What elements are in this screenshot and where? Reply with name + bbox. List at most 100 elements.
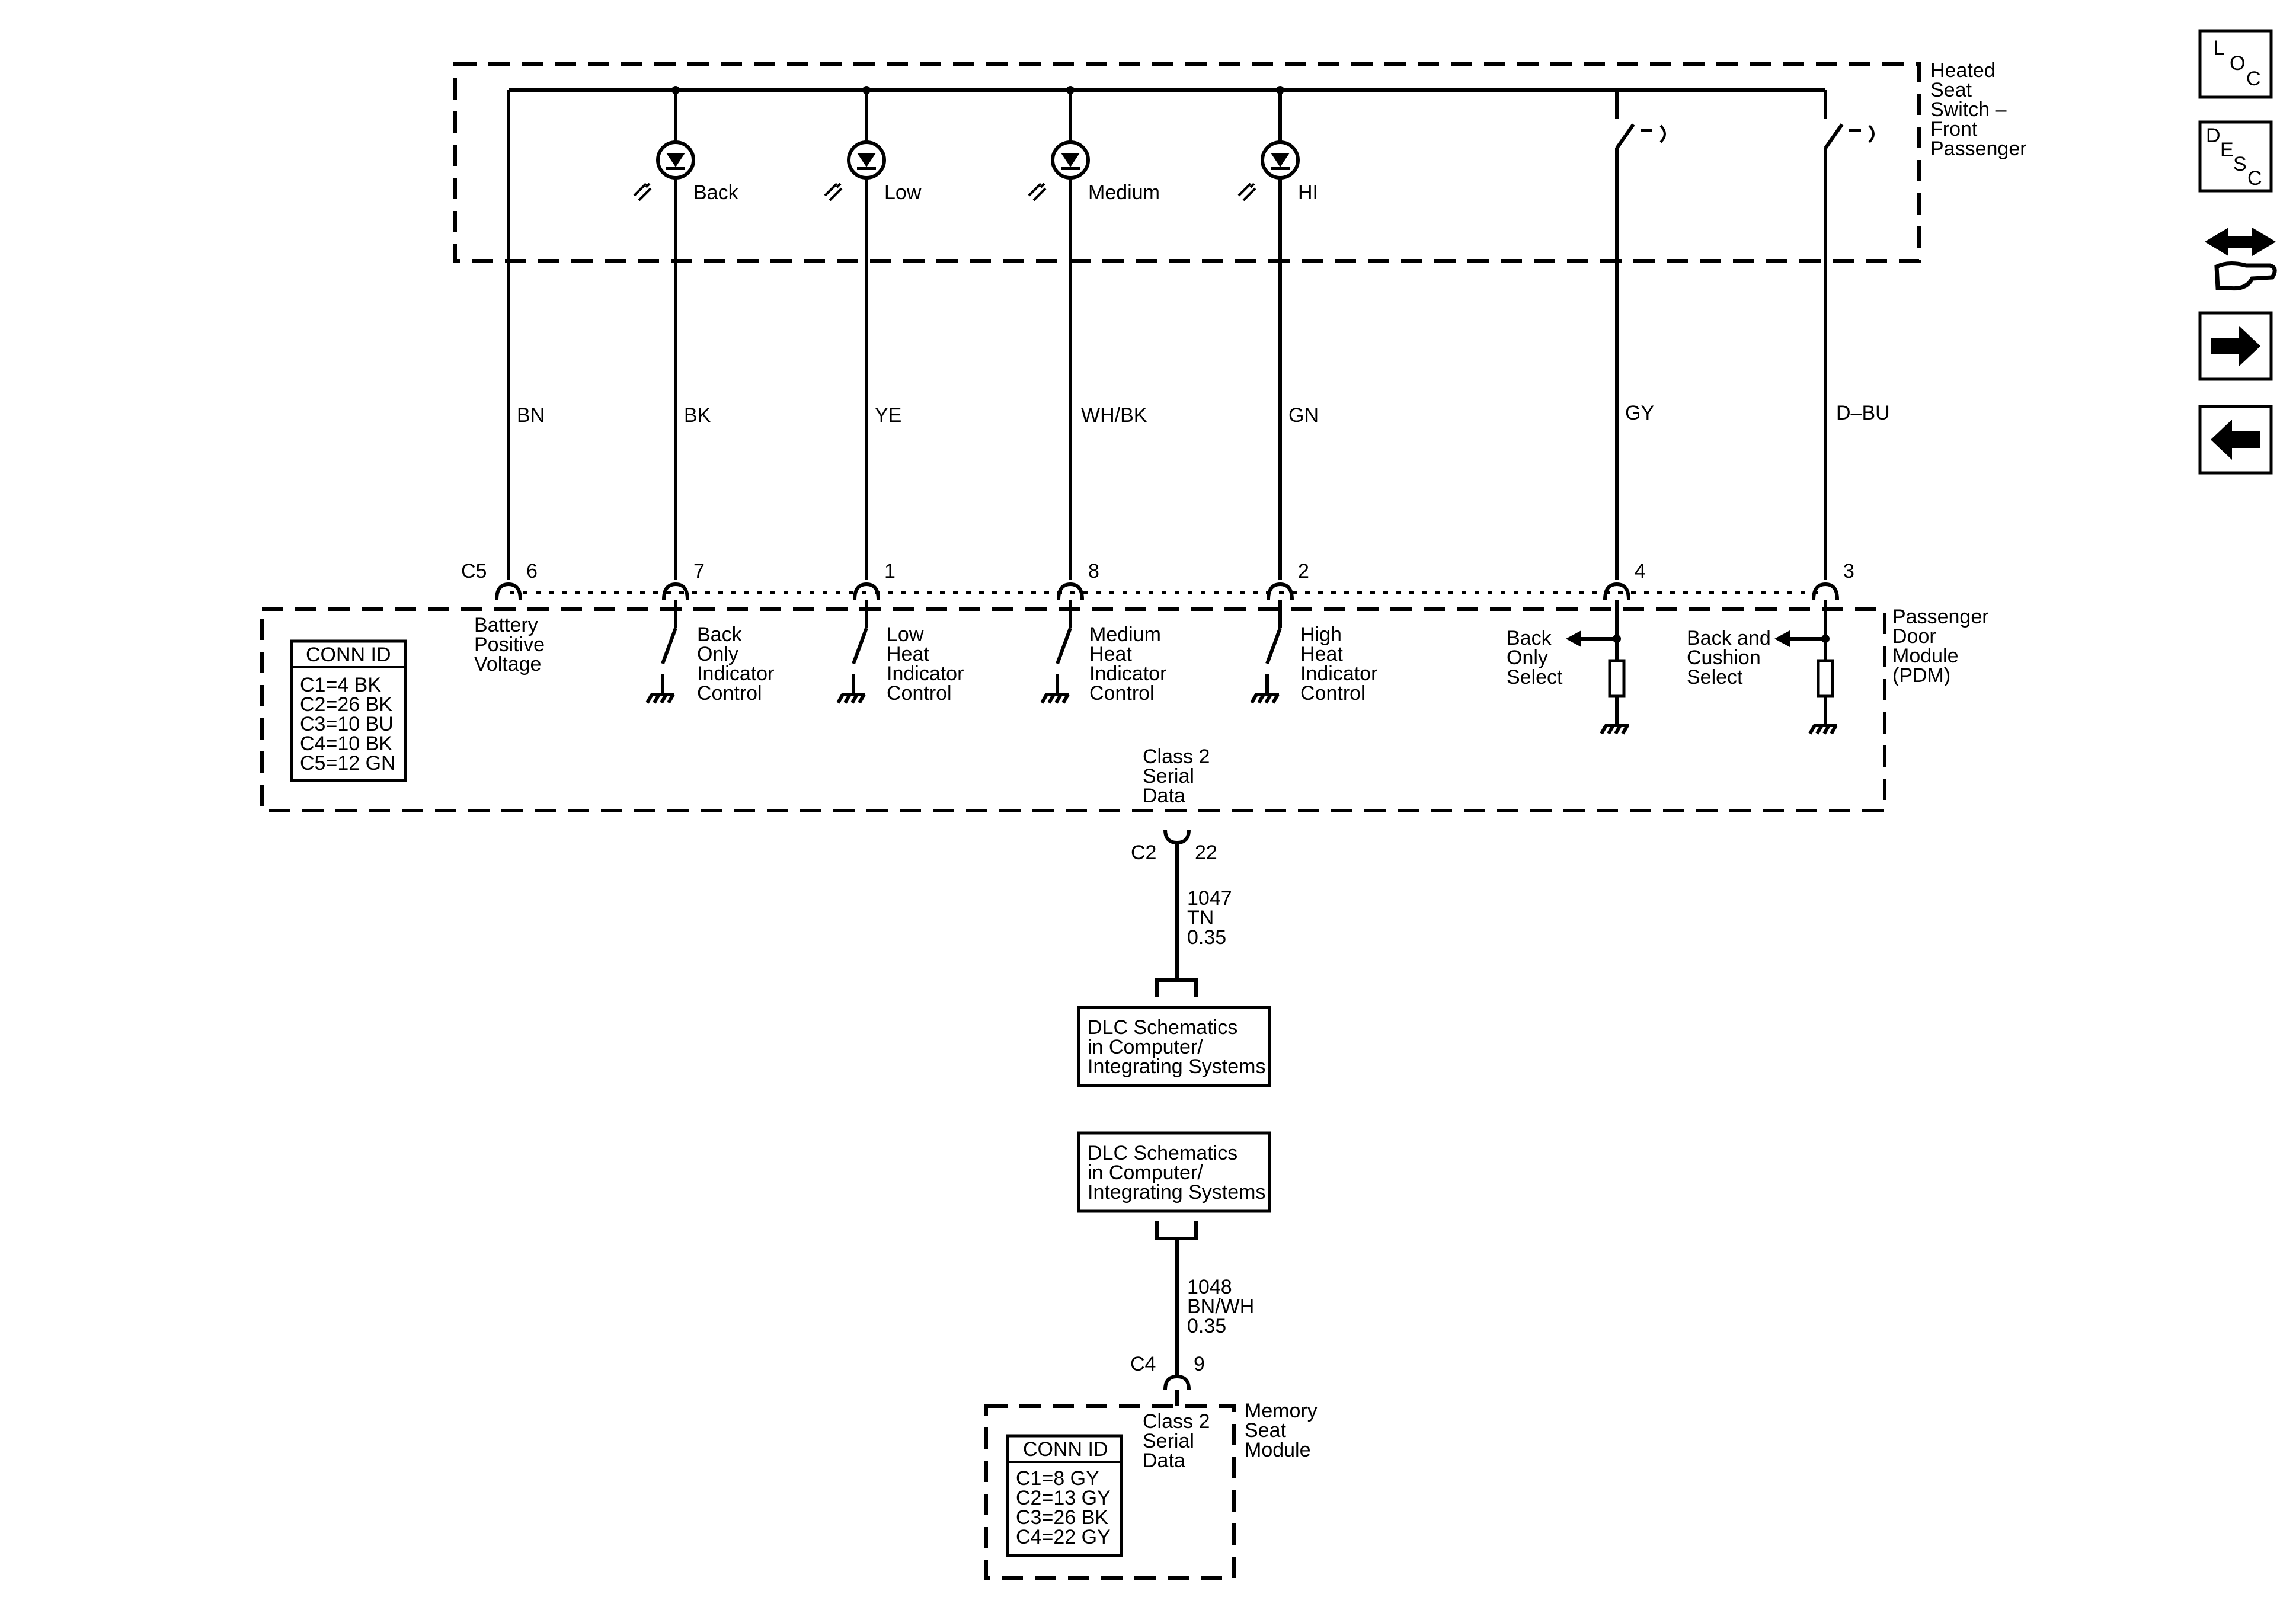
pin-number-label: 8 [1088,560,1099,582]
indicator-label: HI [1298,181,1318,204]
ground-icon [1250,693,1280,704]
memory-conn-id-table: CONN ID C1=8 GY C2=13 GY C3=26 BK C4=22 … [1006,1434,1123,1557]
diode-triangle [857,153,876,167]
pdm-serial-data-label: Class 2 Serial Data [1143,745,1216,807]
c4-pin-label: 9 [1194,1353,1205,1375]
dlc-reference-upper[interactable]: DLC Schematics in Computer/ Integrating … [1077,1006,1271,1087]
arrow-left-icon [1566,630,1581,647]
pdm-conn-id-box [290,639,407,782]
memory-conn-id-title: CONN ID [1023,1438,1108,1461]
ground-icon [836,693,866,704]
wire-color-label: D–BU [1836,402,1890,424]
memory-seat-module-border [984,1404,1236,1580]
memory-conn-id-row: C2=13 GY [1016,1487,1111,1509]
memory-conn-id-row: C3=26 BK [1016,1506,1108,1529]
memory-conn-id-box [1006,1434,1123,1557]
heated-seat-switch-border [453,62,1921,263]
desc-button[interactable]: D E S C [2198,120,2273,193]
select-switches [509,88,1875,284]
dlc-reference-box[interactable] [1077,1131,1271,1213]
arrow-left-icon [2211,420,2260,460]
passenger-door-module: Passenger Door Module (PDM) CONN ID C1=4… [260,600,1994,812]
wire-color-label: BK [684,404,711,427]
connector-terminal [662,582,689,600]
light-ray-icon [824,183,843,201]
connector-view-button[interactable] [2205,228,2277,291]
loc-button[interactable]: L O C [2198,29,2273,99]
pdm-switch-blade [1265,627,1282,665]
switch-blade [1615,123,1635,149]
switch-blade [1824,123,1844,149]
connector-hand-icon[interactable] [2205,228,2277,291]
dlc-reference-text: DLC Schematics in Computer/ Integrating … [1088,1142,1265,1204]
loc-letter: O [2230,52,2245,75]
pdm-conn-id-row: C4=10 BK [300,732,392,755]
light-ray-icon [633,183,652,201]
pin-number-label: 3 [1843,560,1854,582]
pdm-conn-id-title: CONN ID [306,644,391,666]
memory-serial-data-label: Class 2 Serial Data [1143,1410,1216,1472]
navigation-toolbar: L O C D E S C [2198,29,2277,475]
next-page-button[interactable] [2198,311,2273,381]
c2-terminal [1163,829,1191,845]
indicator-label: Medium [1088,181,1160,204]
memory-seat-module-name: Memory Seat Module [1245,1400,1323,1461]
dlc-reference-text: DLC Schematics in Computer/ Integrating … [1088,1016,1265,1078]
desc-icon[interactable] [2198,120,2273,193]
resistor-icon [1608,659,1626,698]
pin-number-label: 6 [526,560,538,582]
pin-number-label: 7 [693,560,705,582]
pdm-border [260,607,1886,812]
loc-letter: L [2214,37,2225,59]
diode-triangle [1271,153,1290,167]
wire-color-label: GY [1625,402,1654,424]
heated-seat-switch: Heated Seat Switch – Front Passenger Bac… [453,59,2027,284]
pdm-name: Passenger Door Module (PDM) [1892,606,1994,687]
pdm-conn-id-row: C1=4 BK [300,674,381,696]
desc-letter: E [2220,139,2234,161]
wire-color-label: BN [517,404,545,427]
indicator-label: Back [693,181,739,204]
c2-connector-label: C2 [1131,841,1156,864]
c4-terminal [1163,1374,1191,1390]
diode-triangle [1061,153,1080,167]
previous-page-button[interactable] [2198,405,2273,475]
pdm-switch-blade [661,627,677,665]
memory-conn-id-row: C4=22 GY [1016,1526,1111,1548]
light-ray-icon [1237,183,1256,201]
pdm-switch-blade [852,627,868,665]
ground-icon [1600,724,1629,735]
arrow-left-icon [1774,630,1790,647]
dlc-ref-connector-upper [1155,978,1198,997]
light-ray-icon [1028,183,1047,201]
arrow-right-icon [2211,326,2260,366]
pin-number-label: 4 [1635,560,1646,582]
dlc-ref-connector-lower [1155,1221,1198,1240]
pdm-switch-blade [1056,627,1072,665]
loc-letter: C [2246,68,2261,90]
ground-icon [645,693,675,704]
heated-seat-switch-name: Heated Seat Switch – Front Passenger [1930,59,2027,160]
ground-icon [1040,693,1070,704]
memory-seat-module: Memory Seat Module Class 2 Serial Data C… [984,1400,1323,1580]
wire-color-label: YE [875,404,901,427]
memory-conn-id-row: C1=8 GY [1016,1467,1099,1490]
diode-triangle [666,153,685,167]
pdm-conn-id-row: C2=26 BK [300,693,392,716]
c5-connector-label: C5 [461,560,487,582]
ground-icon [1808,724,1838,735]
mechanical-link-icon [1641,124,1666,143]
dlc-reference-lower[interactable]: DLC Schematics in Computer/ Integrating … [1077,1131,1271,1213]
c4-connector-label: C4 [1130,1353,1156,1375]
loc-icon[interactable] [2198,29,2273,99]
dlc-reference-box[interactable] [1077,1006,1271,1087]
c2-pin-label: 22 [1195,841,1217,864]
serial-data-lower: 1048 BN/WH 0.35 C4 9 [1130,1221,1254,1406]
